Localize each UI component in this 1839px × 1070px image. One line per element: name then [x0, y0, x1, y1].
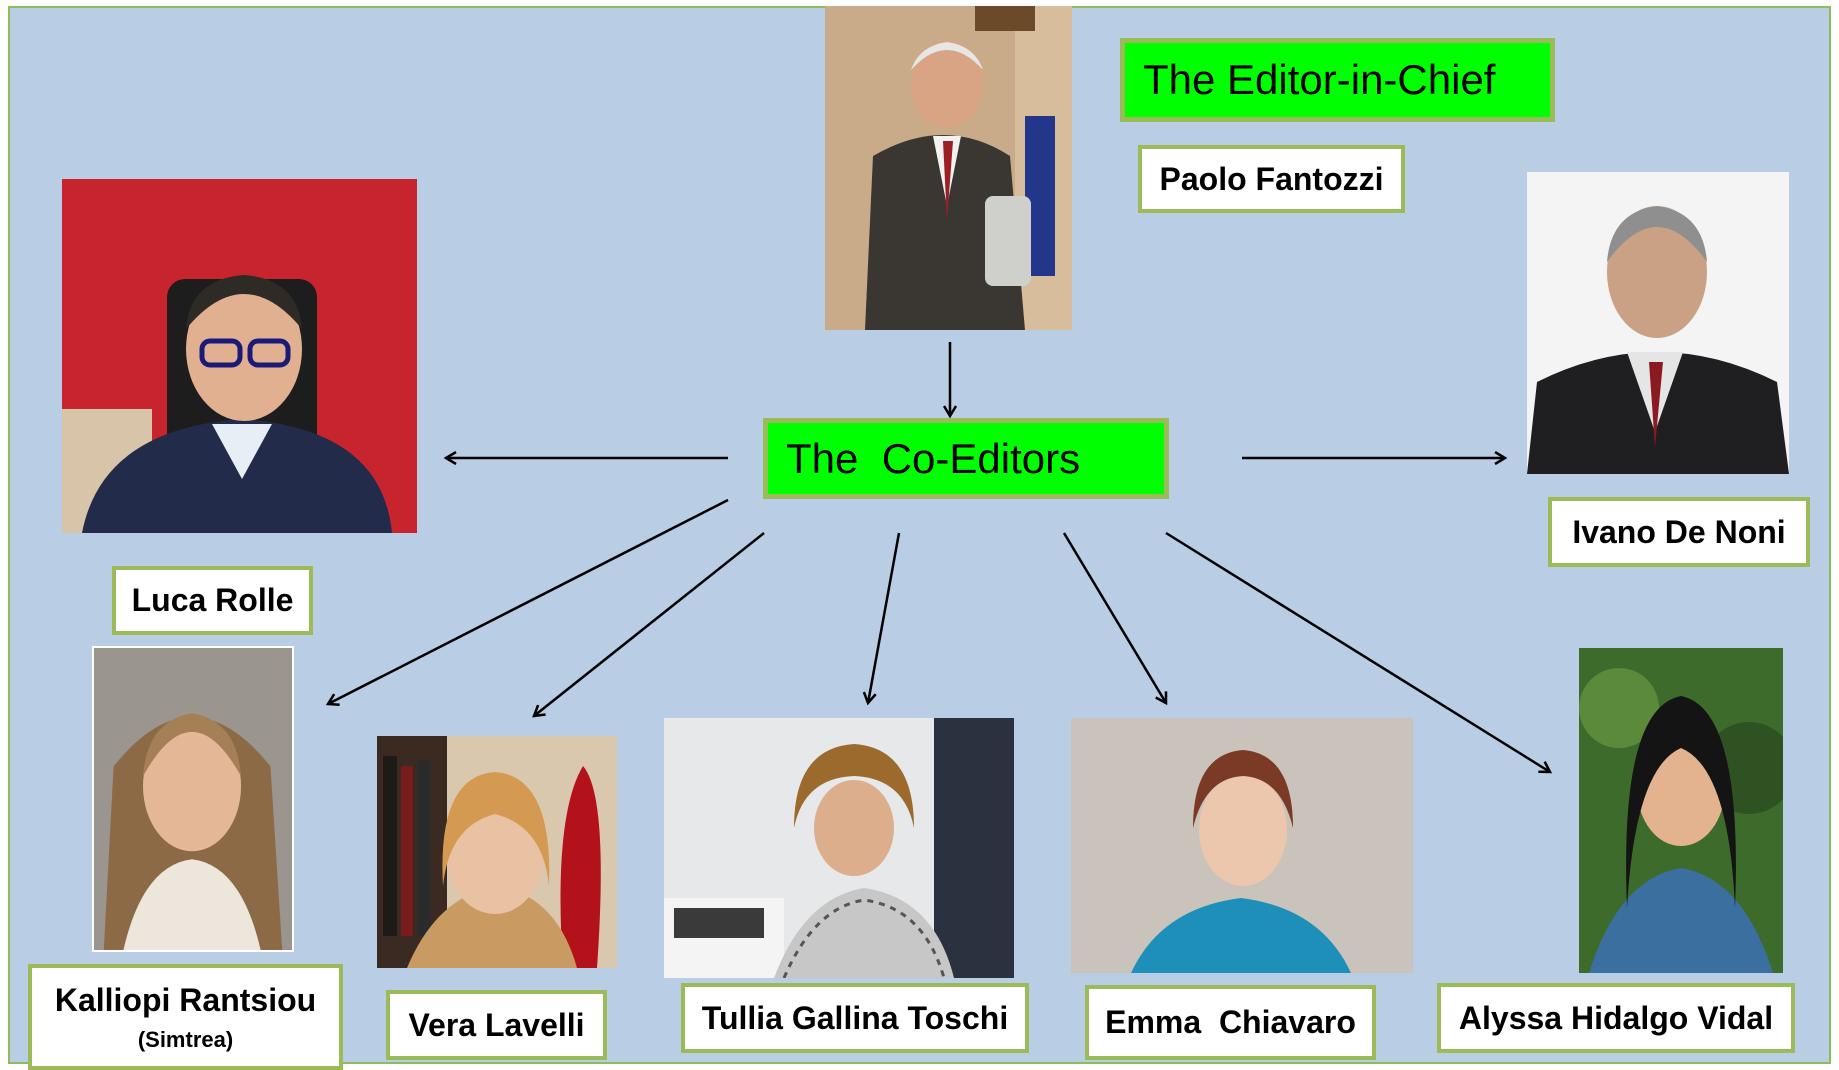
photo-vera-lavelli: [377, 736, 617, 968]
name-label-emma-chiavaro: Emma Chiavaro: [1085, 985, 1376, 1060]
name-text-luca-rolle: Luca Rolle: [131, 582, 294, 618]
photo-ivano-de-noni: [1527, 172, 1789, 474]
name-text-tullia-gallina-toschi: Tullia Gallina Toschi: [701, 999, 1009, 1036]
name-text-ivano-de-noni: Ivano De Noni: [1572, 513, 1786, 550]
photo-tullia-gallina-toschi: [664, 718, 1014, 978]
name-label-ivano-de-noni: Ivano De Noni: [1548, 497, 1810, 567]
name-text-alyssa-hidalgo-vidal: Alyssa Hidalgo Vidal: [1458, 999, 1774, 1036]
editor-in-chief-title-text: The Editor-in-Chief: [1143, 56, 1496, 103]
name-label-kalliopi-rantsiou: Kalliopi Rantsiou (Simtrea): [28, 964, 343, 1070]
name-text-vera-lavelli: Vera Lavelli: [408, 1006, 585, 1043]
photo-paolo-fantozzi: [825, 6, 1072, 330]
name-label-alyssa-hidalgo-vidal: Alyssa Hidalgo Vidal: [1437, 983, 1795, 1053]
name-label-luca-rolle: Luca Rolle: [112, 566, 313, 635]
name-label-vera-lavelli: Vera Lavelli: [386, 990, 607, 1060]
editor-in-chief-title: The Editor-in-Chief: [1120, 38, 1555, 122]
co-editors-title-text: The Co-Editors: [786, 434, 1081, 482]
name-text-kalliopi-rantsiou: Kalliopi Rantsiou: [54, 981, 317, 1018]
affiliation-text-kalliopi-rantsiou: (Simtrea): [137, 1026, 234, 1052]
photo-luca-rolle: [62, 179, 417, 533]
name-text-paolo-fantozzi: Paolo Fantozzi: [1159, 160, 1384, 197]
photo-alyssa-hidalgo-vidal: [1579, 648, 1783, 973]
photo-kalliopi-rantsiou: [92, 646, 294, 952]
photo-emma-chiavaro: [1071, 718, 1413, 973]
name-text-emma-chiavaro: Emma Chiavaro: [1105, 1004, 1356, 1040]
name-label-tullia-gallina-toschi: Tullia Gallina Toschi: [681, 983, 1029, 1053]
co-editors-title: The Co-Editors: [763, 418, 1169, 499]
name-label-paolo-fantozzi: Paolo Fantozzi: [1138, 145, 1405, 213]
